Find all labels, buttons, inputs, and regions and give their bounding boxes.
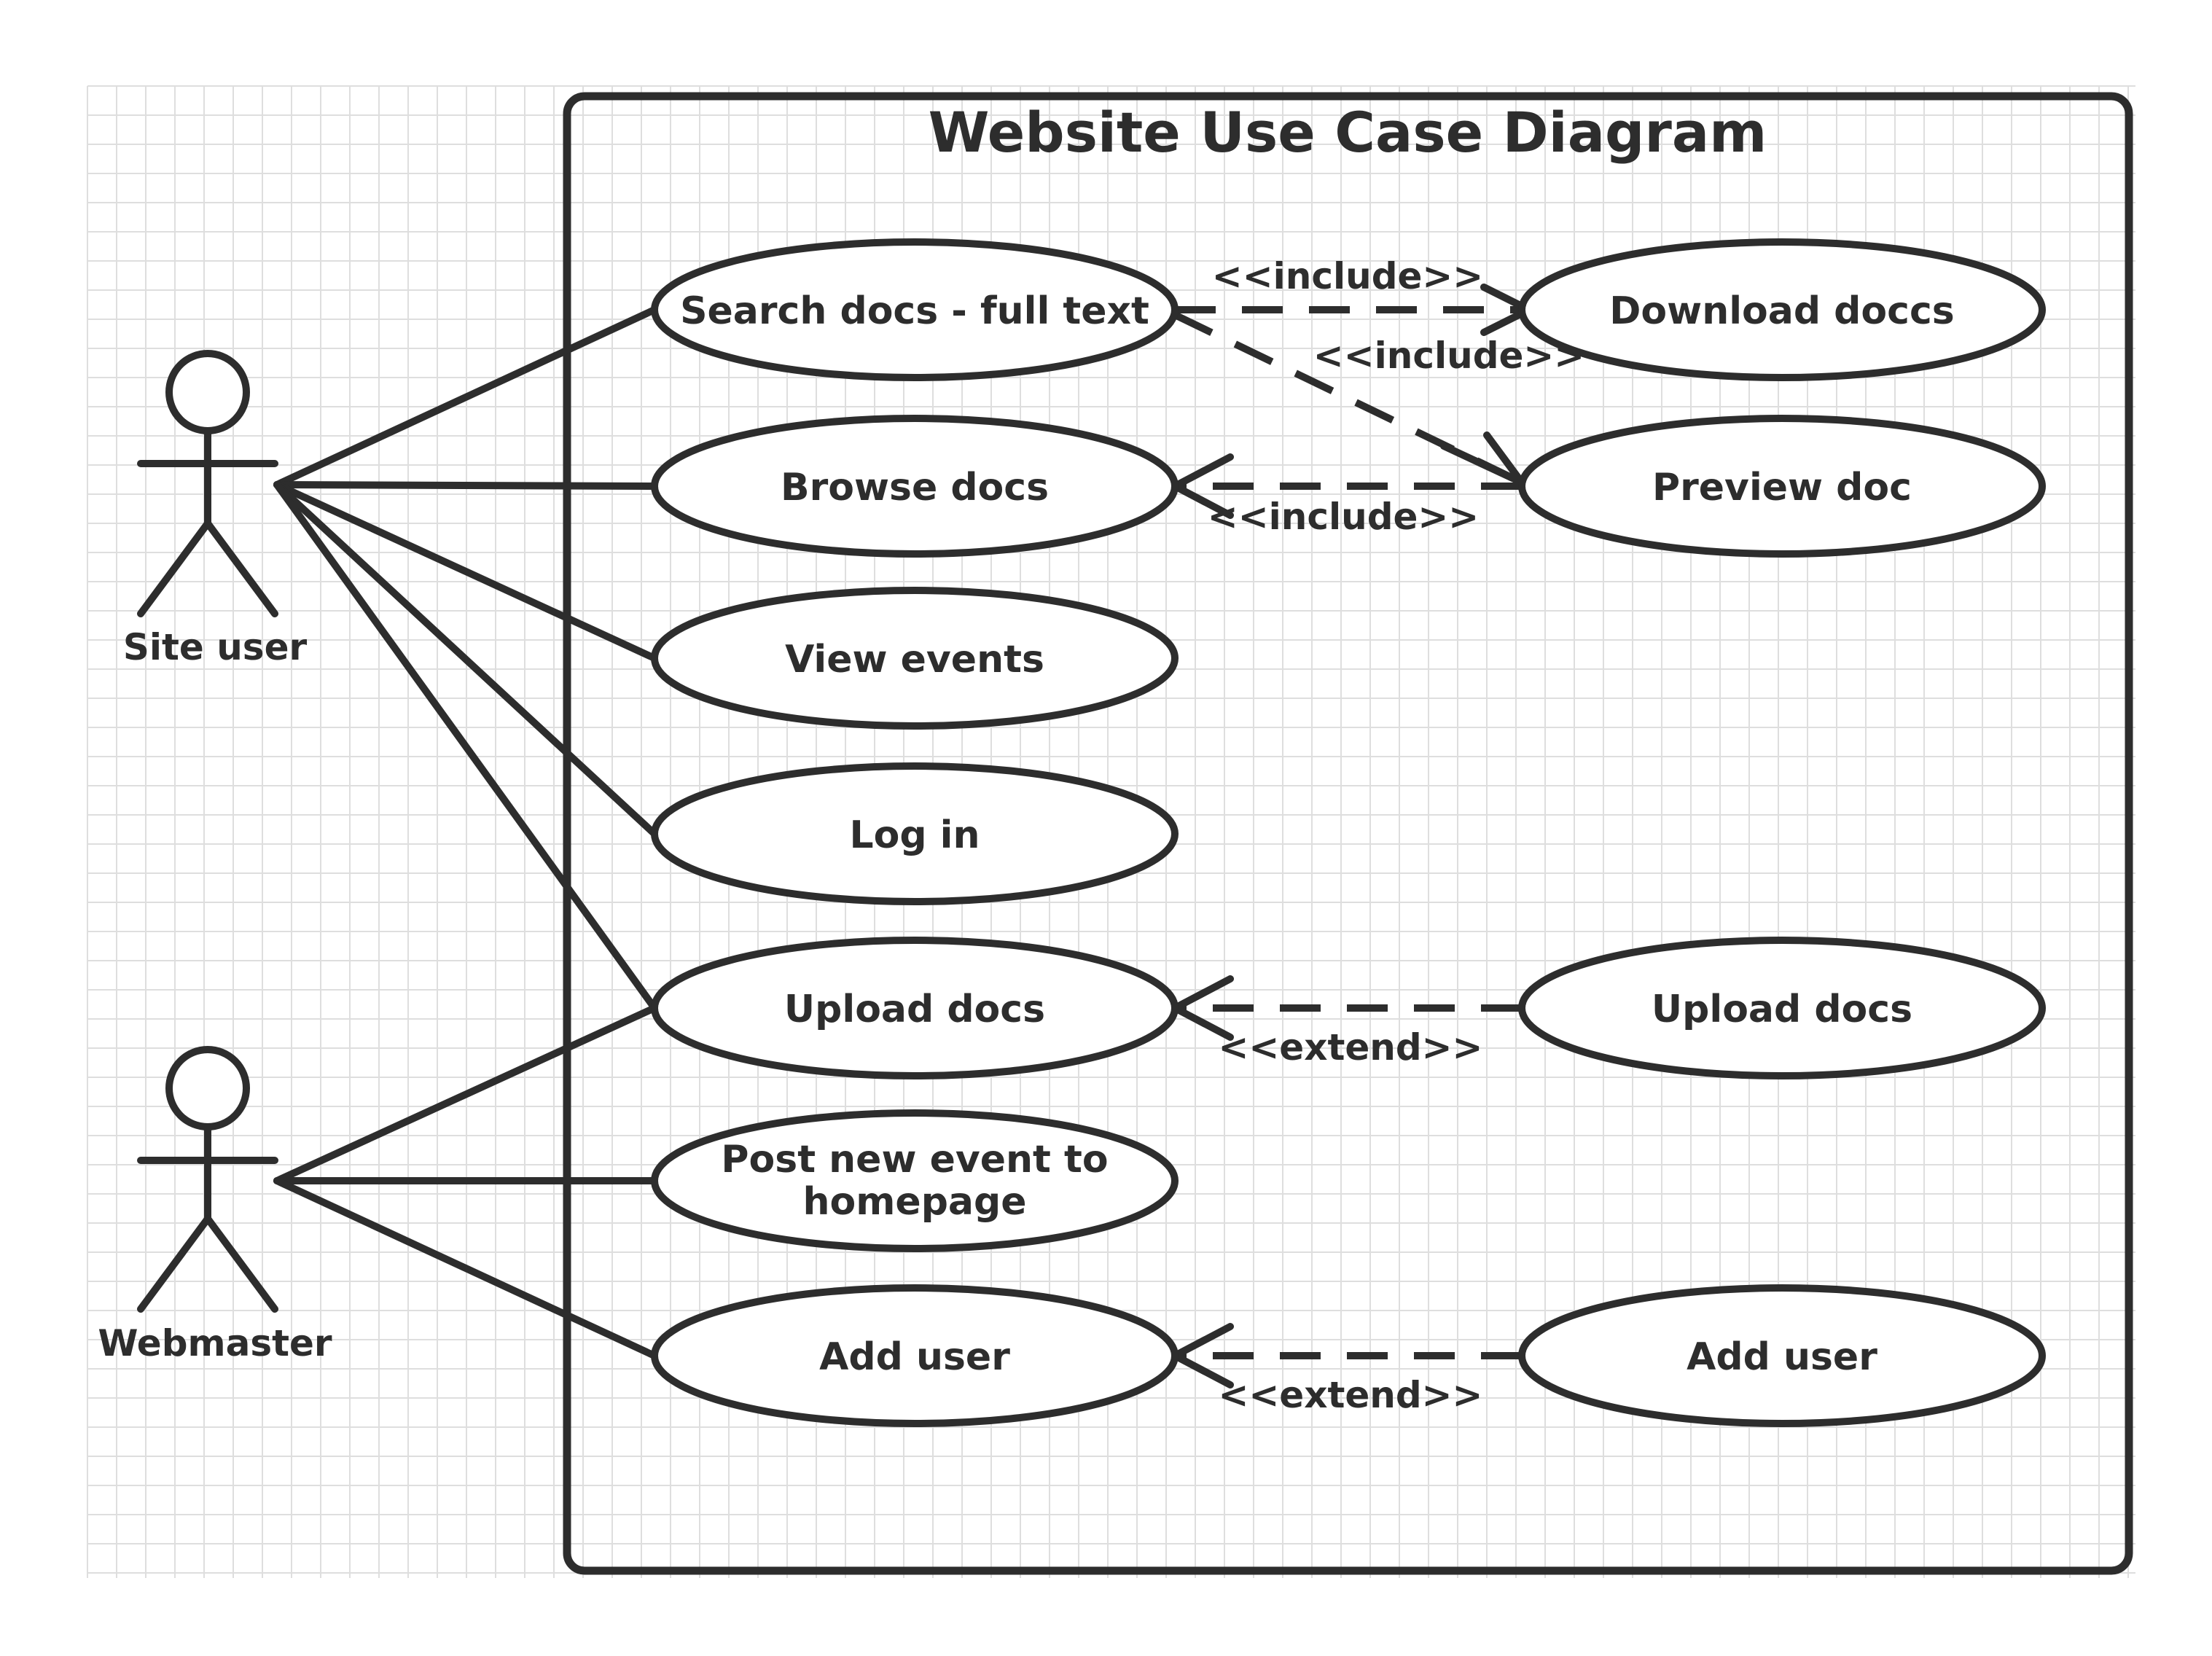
use-case-search-docs-label: Search docs - full text — [680, 289, 1149, 333]
include-label-preview: <<include>> — [1313, 335, 1584, 377]
use-case-add-user-ext-label: Add user — [1687, 1335, 1877, 1379]
use-case-log-in-label: Log in — [849, 813, 980, 857]
use-case-search-docs: Search docs - full text — [651, 238, 1179, 381]
use-case-preview-doc: Preview doc — [1518, 415, 2046, 558]
use-case-search-docs-oval — [651, 238, 1179, 381]
use-case-view-events-label: View events — [785, 638, 1044, 681]
use-case-post-event-label-line1: Post new event to — [721, 1138, 1108, 1182]
use-case-upload-docs-ext-label: Upload docs — [1652, 988, 1912, 1031]
actor-site-user: Site user — [123, 350, 308, 668]
associations — [273, 306, 658, 1359]
use-case-add-user-ext: Add user — [1518, 1284, 2046, 1427]
use-case-upload-docs-label: Upload docs — [784, 988, 1045, 1031]
assoc-webmaster-upload — [273, 1004, 658, 1184]
use-case-download-docs: Download doccs — [1518, 238, 2046, 381]
use-case-upload-docs-oval — [651, 937, 1179, 1079]
use-case-log-in: Log in — [651, 762, 1179, 905]
use-case-add-user-label: Add user — [819, 1335, 1010, 1379]
dependencies — [1167, 284, 1538, 1389]
assoc-site-user-browse — [273, 481, 658, 490]
diagram-title: Website Use Case Diagram — [929, 100, 1767, 165]
actor-site-user-right-leg — [204, 520, 278, 617]
assoc-site-user-view-events — [273, 481, 658, 662]
actor-webmaster: Webmaster — [98, 1046, 332, 1364]
actor-webmaster-label: Webmaster — [98, 1322, 332, 1364]
use-case-post-event: Post new event to homepage — [651, 1109, 1179, 1252]
use-case-preview-doc-oval — [1518, 415, 2046, 558]
actor-site-user-label: Site user — [123, 626, 308, 668]
actor-webmaster-right-leg — [204, 1215, 278, 1313]
use-case-view-events: View events — [651, 587, 1179, 730]
stereotype-labels: <<include>> <<include>> <<include>> <<ex… — [1208, 255, 1584, 1416]
extend-label-upload: <<extend>> — [1219, 1026, 1483, 1069]
use-case-view-events-oval — [651, 587, 1179, 730]
use-case-browse-docs: Browse docs — [651, 415, 1179, 558]
use-case-post-event-oval — [651, 1109, 1179, 1252]
use-case-add-user-ext-oval — [1518, 1284, 2046, 1427]
use-case-log-in-oval — [651, 762, 1179, 905]
include-search-preview-arrowhead — [1440, 431, 1525, 486]
use-case-add-user: Add user — [651, 1284, 1179, 1427]
assoc-webmaster-add-user — [273, 1177, 658, 1359]
use-case-preview-doc-label: Preview doc — [1652, 466, 1912, 509]
assoc-site-user-log-in — [273, 481, 658, 837]
actor-site-user-head — [165, 350, 250, 434]
extend-label-add-user: <<extend>> — [1219, 1374, 1483, 1416]
assoc-site-user-search — [273, 306, 658, 488]
include-label-download: <<include>> — [1212, 255, 1483, 297]
use-case-upload-docs-ext: Upload docs — [1518, 937, 2046, 1079]
actor-webmaster-head — [165, 1046, 250, 1130]
system-boundary — [563, 92, 2133, 1575]
use-case-download-docs-oval — [1518, 238, 2046, 381]
use-case-download-docs-label: Download doccs — [1609, 289, 1954, 333]
use-case-upload-docs: Upload docs — [651, 937, 1179, 1079]
use-case-post-event-label-line2: homepage — [803, 1180, 1027, 1224]
use-case-add-user-oval — [651, 1284, 1179, 1427]
use-case-upload-docs-ext-oval — [1518, 937, 2046, 1079]
actor-webmaster-left-leg — [137, 1215, 211, 1313]
include-label-browse: <<include>> — [1208, 496, 1479, 538]
actor-site-user-left-leg — [137, 520, 211, 617]
use-case-browse-docs-label: Browse docs — [781, 466, 1049, 509]
use-case-browse-docs-oval — [651, 415, 1179, 558]
assoc-site-user-upload — [273, 481, 658, 1012]
